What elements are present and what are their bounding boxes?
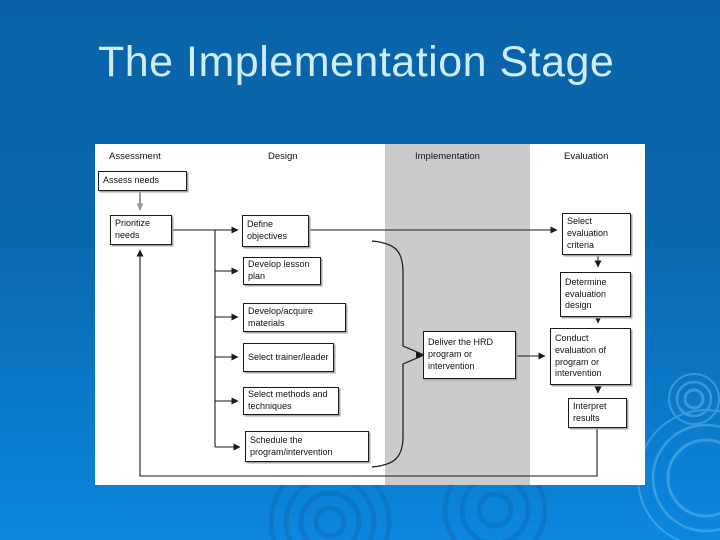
implementation-column-band	[385, 144, 530, 485]
column-header-implementation: Implementation	[415, 151, 480, 162]
column-header-design: Design	[268, 151, 298, 162]
diagram-panel: Assessment Design Implementation Evaluat…	[95, 144, 645, 485]
flow-box-select-trainer-leader: Select trainer/leader	[243, 343, 334, 372]
flow-box-interpret-results: Interpret results	[568, 398, 627, 428]
slide-title: The Implementation Stage	[98, 38, 615, 86]
flow-box-develop-lesson-plan: Develop lesson plan	[243, 257, 321, 285]
flow-box-develop-acquire-materials: Develop/acquire materials	[243, 303, 346, 332]
flow-box-prioritize-needs: Prioritize needs	[110, 215, 172, 245]
column-header-assessment: Assessment	[109, 151, 161, 162]
flow-box-conduct-evaluation: Conduct evaluation of program or interve…	[550, 328, 631, 385]
connector-lines	[136, 192, 602, 477]
flow-box-schedule-program: Schedule the program/intervention	[245, 431, 369, 462]
flow-box-define-objectives: Define objectives	[242, 215, 309, 247]
flow-box-select-methods-techniques: Select methods and techniques	[243, 387, 339, 415]
flow-box-assess-needs: Assess needs	[98, 171, 187, 191]
flow-box-determine-evaluation-design: Determine evaluation design	[560, 272, 631, 317]
flow-box-select-evaluation-criteria: Select evaluation criteria	[562, 213, 631, 255]
flow-box-deliver-hrd-program: Deliver the HRD program or intervention	[423, 331, 516, 379]
column-header-evaluation: Evaluation	[564, 151, 609, 162]
